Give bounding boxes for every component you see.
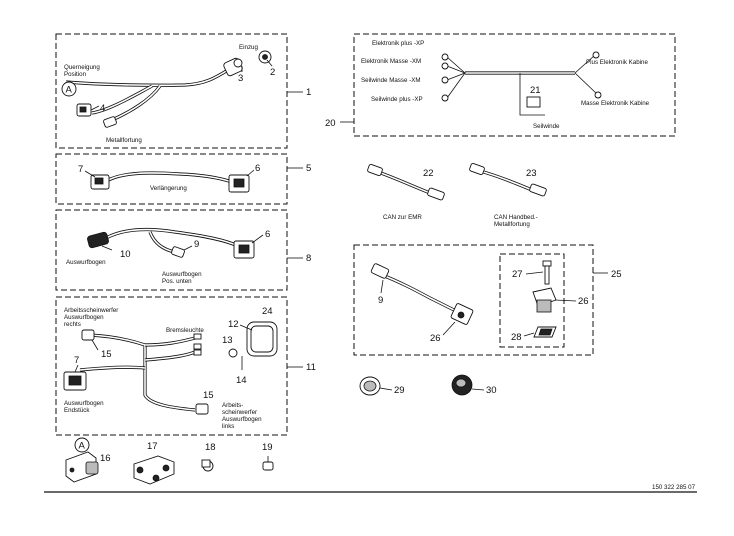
- label-elektronik-masse-xm: Elektronik Masse -XM: [361, 58, 421, 65]
- can-cables: 22 CAN zur EMR 23 CAN Handbed.- Metallfo…: [367, 162, 547, 228]
- group-25: 25 9 26 27 26 28: [353, 244, 622, 356]
- callout-26b: 26: [578, 296, 589, 307]
- callout-14: 14: [236, 375, 247, 386]
- callout-19: 19: [262, 442, 273, 453]
- label-a2: A: [79, 441, 86, 452]
- group-20-box: [353, 33, 676, 137]
- callout-28: 28: [511, 332, 522, 343]
- callout-22: 22: [423, 168, 434, 179]
- callout-4: 4: [100, 103, 105, 114]
- callout-20: 20: [325, 118, 336, 129]
- detail-a-marker-2: [74, 437, 90, 453]
- label-masse-elektronik-kabine: Masse Elektronik Kabine: [581, 100, 650, 107]
- group-11-box: [55, 296, 288, 436]
- callout-3: 3: [238, 73, 243, 84]
- callout-2: 2: [270, 67, 275, 78]
- callout-26a: 26: [430, 333, 441, 344]
- group-1: 1 2 Einzug 3 4 Metallfortung Querneigung…: [55, 33, 311, 149]
- label-auswurfbogen-pos2: Pos. unten: [162, 278, 192, 285]
- label-aw-rechts2: Auswurfbogen: [64, 314, 104, 321]
- callout-15a: 15: [101, 349, 112, 360]
- label-metallfortung: Metallfortung: [106, 137, 142, 144]
- label-aw-links1: Arbeits-: [222, 402, 243, 409]
- label-bremsleuchte: Bremsleuchte: [166, 327, 204, 334]
- callout-25: 25: [611, 269, 622, 280]
- label-seilwinde-plus-xp: Seilwinde plus -XP: [371, 96, 423, 103]
- callout-11: 11: [306, 362, 316, 373]
- detail-a-marker: [61, 81, 77, 97]
- label-auswurfbogen-pos1: Auswurfbogen: [162, 271, 202, 278]
- label-seilwinde-masse-xm: Seilwinde Masse -XM: [361, 77, 421, 84]
- label-can-handbed1: CAN Handbed.-: [494, 214, 538, 221]
- label-can-handbed2: Metallfortung: [494, 221, 530, 228]
- label-seilwinde: Seilwinde: [533, 123, 560, 130]
- callout-10: 10: [120, 249, 131, 260]
- callout-17: 17: [147, 441, 158, 452]
- group-5-box: [55, 153, 288, 205]
- label-aw-links3: Auswurfbogen: [222, 416, 262, 423]
- label-aw-links4: links: [222, 423, 234, 430]
- label-querneigung: Querneigung: [64, 64, 100, 71]
- label-auswurfbogen: Auswurfbogen: [66, 259, 106, 266]
- callout-9b: 9: [378, 295, 383, 306]
- label-plus-elektronik-kabine: Plus Elektronik Kabine: [586, 59, 648, 66]
- group-5: 5 7 6 Verlängerung: [55, 153, 311, 205]
- callout-15b: 15: [203, 390, 214, 401]
- plugs: 29 30: [359, 374, 497, 396]
- label-aw-links2: scheinwerfer: [222, 409, 257, 416]
- callout-9a: 9: [194, 239, 199, 250]
- label-position: Position: [64, 71, 87, 78]
- label-auswurfbogen-end2: Endstück: [64, 407, 90, 414]
- callout-5: 5: [306, 163, 311, 174]
- group-8-box: [55, 209, 288, 291]
- callout-6b: 6: [265, 229, 270, 240]
- bottom-parts: A 16 17 18 19: [65, 437, 274, 485]
- callout-13: 13: [222, 335, 233, 346]
- group-11: 11 Bremsleuchte 15 Arbeitsscheinwerfer A…: [55, 296, 316, 436]
- doc-number: 150 322 285 07: [652, 484, 696, 491]
- callout-29: 29: [394, 385, 405, 396]
- callout-6a: 6: [255, 163, 260, 174]
- label-auswurfbogen-end1: Auswurfbogen: [64, 400, 104, 407]
- callout-7b: 7: [74, 355, 79, 366]
- callout-21: 21: [530, 85, 541, 96]
- label-a: A: [66, 85, 73, 96]
- callout-24: 24: [262, 306, 273, 317]
- callout-30: 30: [486, 385, 497, 396]
- label-einzug: Einzug: [239, 44, 258, 51]
- callout-23: 23: [526, 168, 537, 179]
- label-elektronik-plus-xp: Elektronik plus -XP: [372, 40, 424, 47]
- callout-18: 18: [205, 442, 216, 453]
- callout-16: 16: [100, 453, 111, 464]
- group-8: 8 10 Auswurfbogen 9 Auswurfbogen Pos. un…: [55, 209, 311, 291]
- label-verlaengerung: Verlängerung: [150, 185, 187, 192]
- callout-12: 12: [228, 319, 239, 330]
- callout-27: 27: [512, 269, 523, 280]
- group-20: 20 21 Seilwinde Elektronik plus -XP Elek…: [325, 33, 676, 137]
- label-can-emr: CAN zur EMR: [383, 214, 422, 221]
- callout-1: 1: [306, 87, 311, 98]
- group-25-box: [353, 244, 594, 356]
- label-aw-rechts1: Arbeitsscheinwerfer: [64, 307, 118, 314]
- callout-7a: 7: [78, 164, 83, 175]
- group-1-box: [55, 33, 288, 149]
- label-aw-rechts3: rechts: [64, 321, 81, 328]
- callout-8: 8: [306, 253, 311, 264]
